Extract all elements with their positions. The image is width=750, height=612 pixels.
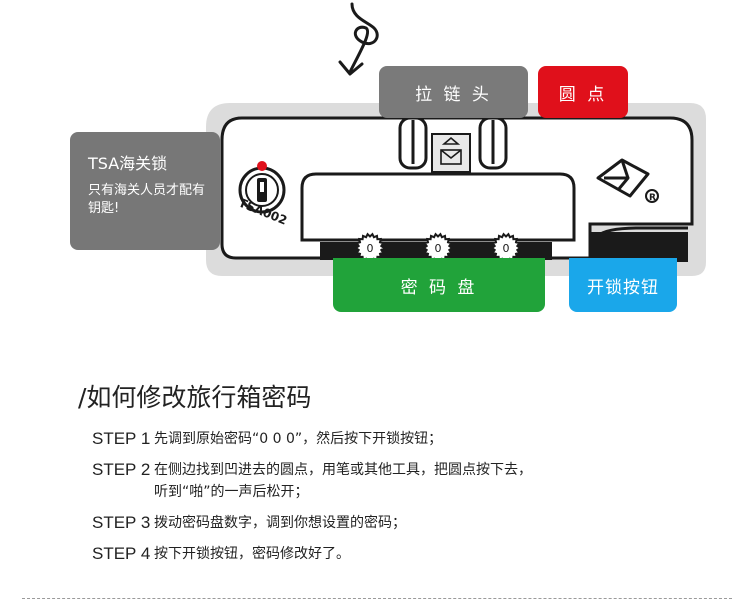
steps-list: STEP 1 先调到原始密码“0 0 0”，然后按下开锁按钮； STEP 2 在…	[92, 428, 652, 574]
step-line: 先调到原始密码“0 0 0”，然后按下开锁按钮；	[154, 431, 443, 447]
step-line: 在侧边找到凹进去的圆点，用笔或其他工具，把圆点按下去，	[154, 462, 532, 478]
tsa-logo-icon	[596, 158, 659, 203]
step-label: STEP 4	[92, 544, 151, 563]
zipper-slots	[398, 116, 508, 170]
step-text: 按下开锁按钮，密码修改好了。	[154, 543, 350, 565]
dial-digit: 0	[435, 242, 442, 255]
step-line: 拨动密码盘数字，调到你想设置的密码；	[154, 515, 406, 531]
step-text: 先调到原始密码“0 0 0”，然后按下开锁按钮；	[154, 428, 442, 450]
step-1: STEP 1 先调到原始密码“0 0 0”，然后按下开锁按钮；	[92, 428, 652, 450]
reset-dot	[257, 161, 267, 171]
step-label: STEP 2	[92, 460, 151, 479]
tsa-envelope-icon	[440, 136, 462, 165]
step-line: 按下开锁按钮，密码修改好了。	[154, 546, 350, 562]
combination-dials: 0 0 0	[320, 232, 552, 264]
instructions-title: /如何修改旅行箱密码	[78, 383, 312, 412]
dial-digit: 0	[367, 242, 374, 255]
step-2: STEP 2 在侧边找到凹进去的圆点，用笔或其他工具，把圆点按下去， 听到“啪”…	[92, 459, 652, 503]
step-3: STEP 3 拨动密码盘数字，调到你想设置的密码；	[92, 512, 652, 534]
step-text: 拨动密码盘数字，调到你想设置的密码；	[154, 512, 406, 534]
tsa-lock-callout: TSA海关锁 只有海关人员才配有钥匙!	[70, 132, 220, 250]
dial-label: 密 码 盘	[333, 258, 545, 312]
step-label: STEP 1	[92, 429, 151, 448]
tsa-lock-description: 只有海关人员才配有钥匙!	[88, 183, 206, 216]
dial-digit: 0	[503, 242, 510, 255]
step-label: STEP 3	[92, 513, 151, 532]
keyhole-icon	[238, 166, 286, 214]
zipper-head-label: 拉 链 头	[379, 66, 528, 118]
dashed-divider	[22, 598, 732, 599]
step-line: 听到“啪”的一声后松开；	[154, 484, 309, 500]
step-4: STEP 4 按下开锁按钮，密码修改好了。	[92, 543, 652, 565]
step-text: 在侧边找到凹进去的圆点，用笔或其他工具，把圆点按下去， 听到“啪”的一声后松开；	[154, 459, 532, 503]
curly-arrow-icon	[338, 2, 379, 76]
release-button-label: 开锁按钮	[569, 258, 677, 312]
dot-label: 圆 点	[538, 66, 628, 118]
svg-text:R: R	[649, 193, 656, 203]
dial-window	[300, 172, 576, 242]
release-button-shape	[590, 232, 688, 262]
tsa-lock-title: TSA海关锁	[88, 154, 168, 173]
